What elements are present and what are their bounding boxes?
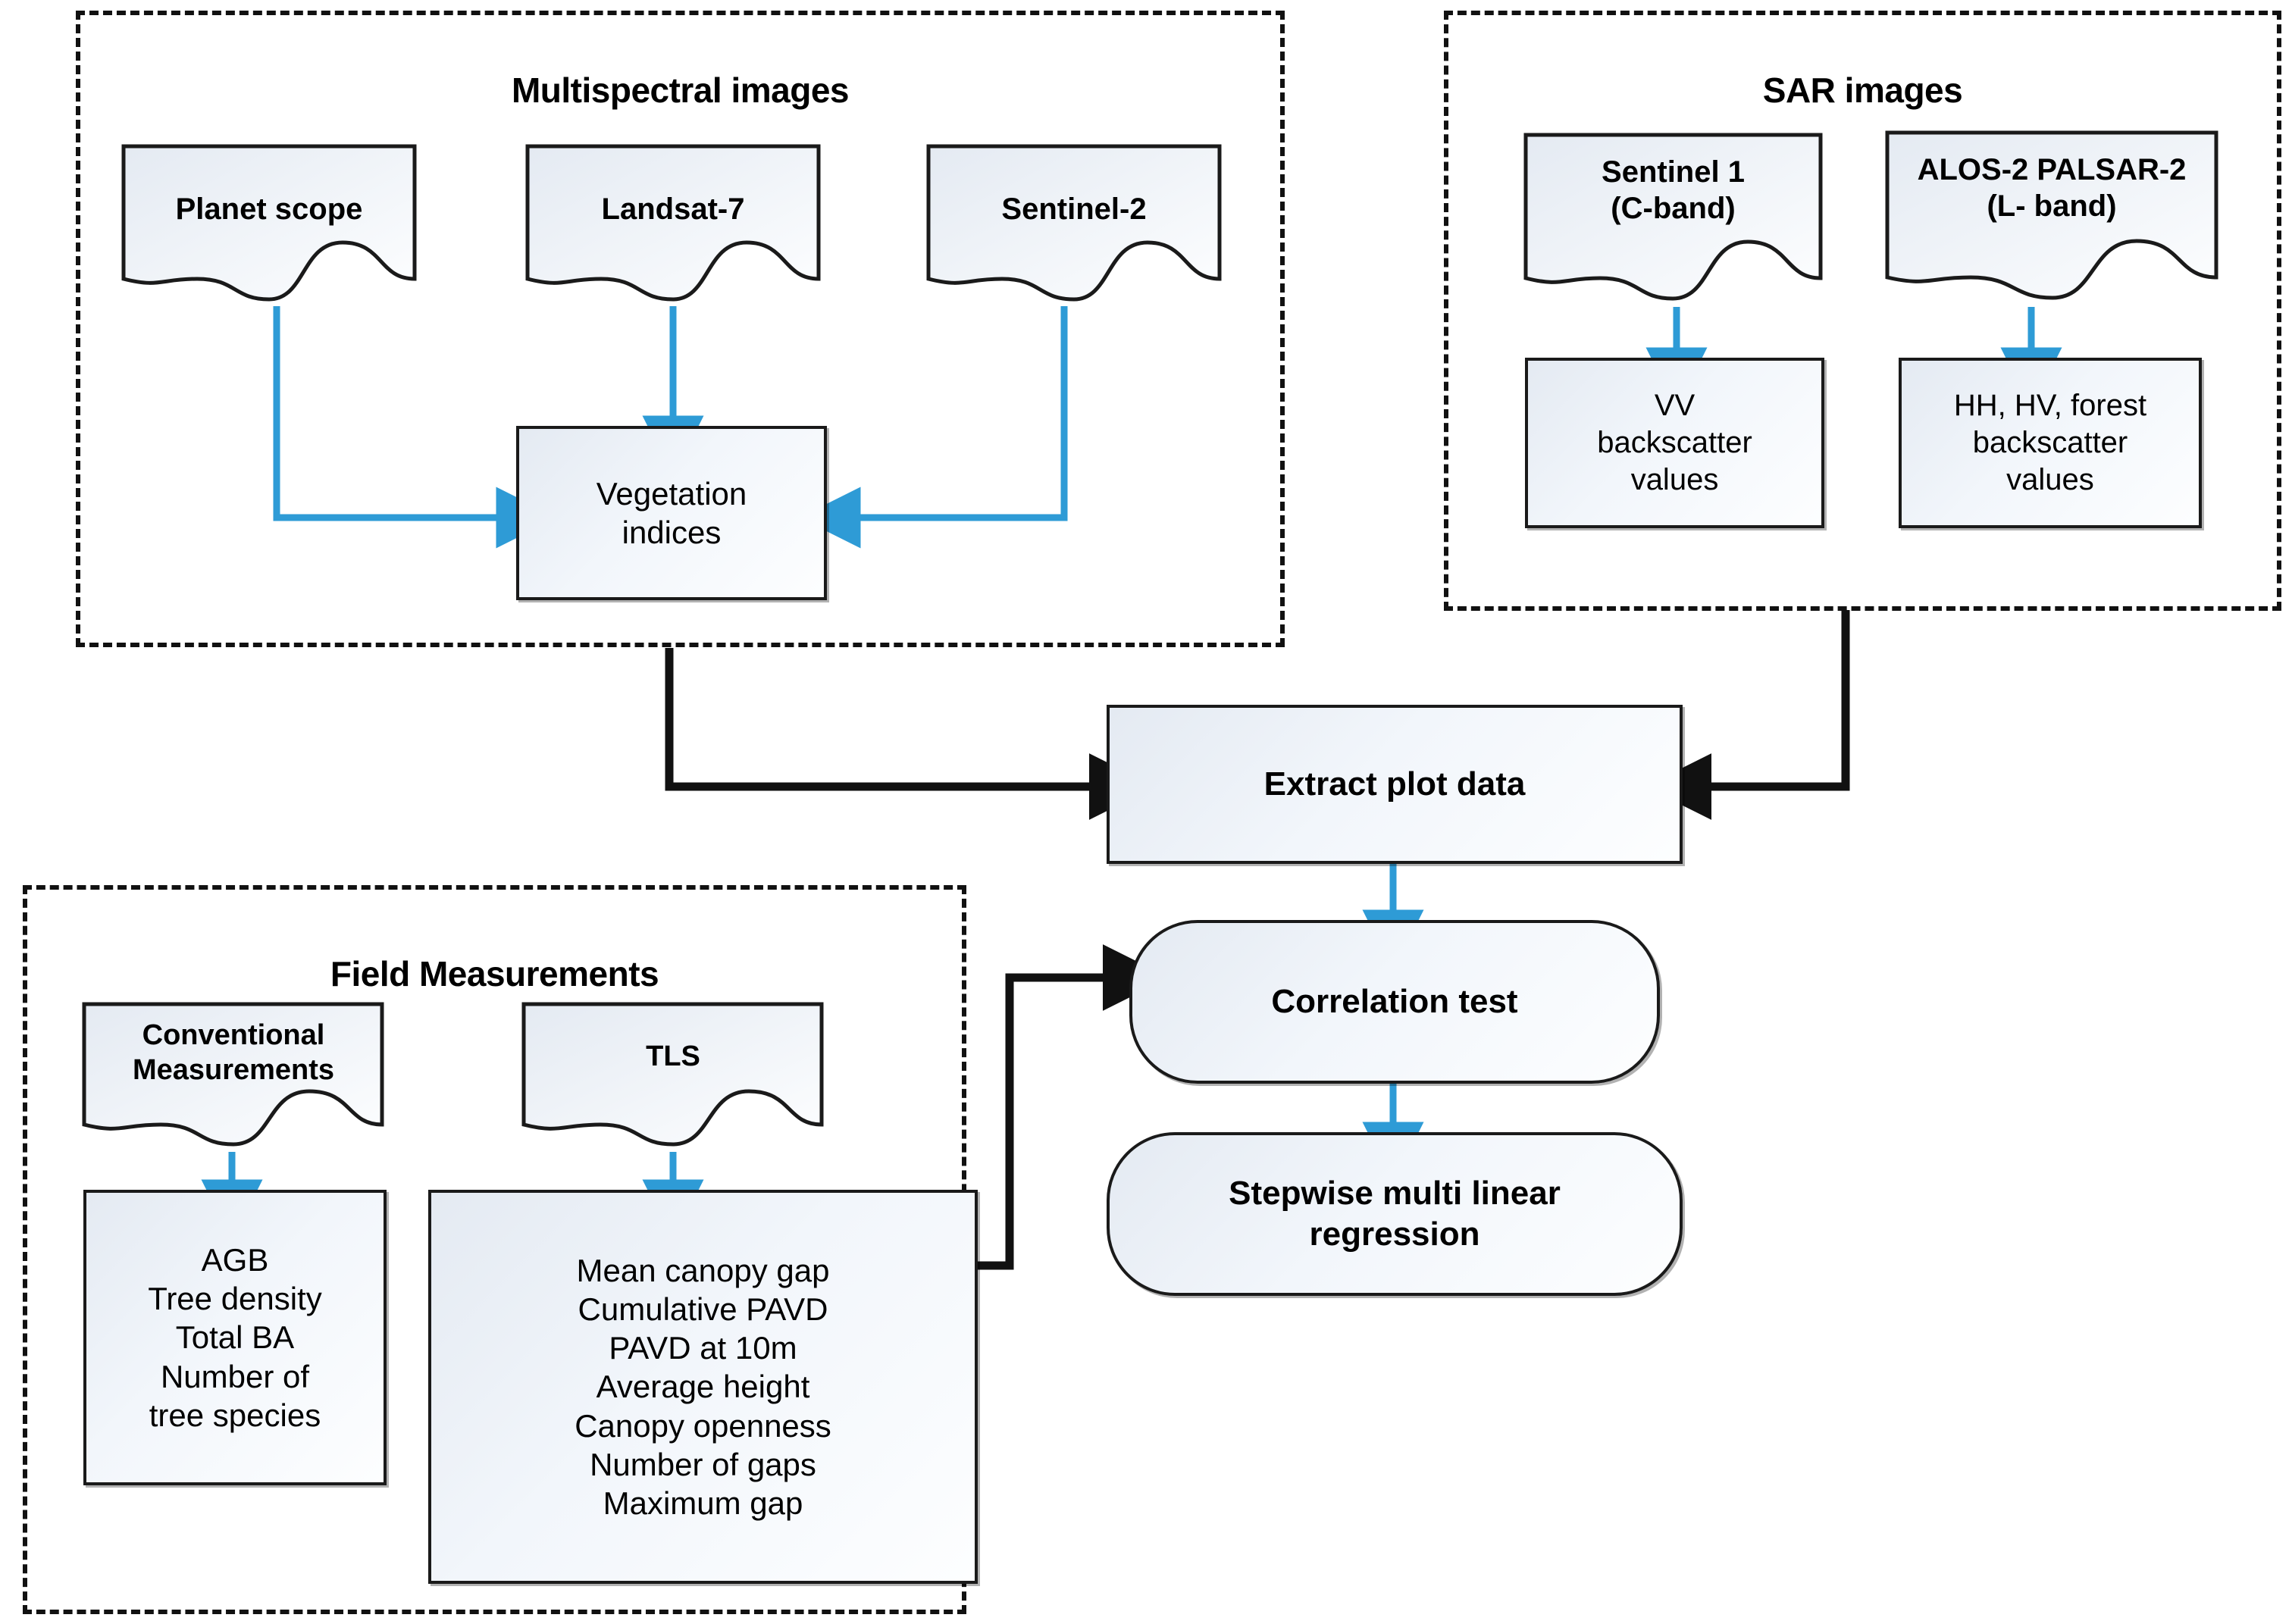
list-item: PAVD at 10m xyxy=(609,1330,797,1366)
doc-shape-icon xyxy=(521,1002,824,1147)
doc-shape-icon xyxy=(926,144,1222,302)
doc-planet-scope[interactable]: Planet scope xyxy=(121,144,417,307)
list-item: Average height xyxy=(596,1369,810,1405)
group-field-measurements-title: Field Measurements xyxy=(330,954,659,993)
doc-conventional-measurements[interactable]: Conventional Measurements xyxy=(82,1002,385,1152)
wire-multispectral-to-extract xyxy=(665,648,1156,820)
node-conventional-metrics-list[interactable]: AGB Tree density Total BA Number of tree… xyxy=(83,1190,387,1485)
node-tls-metrics-list[interactable]: Mean canopy gap Cumulative PAVD PAVD at … xyxy=(428,1190,978,1584)
group-sar xyxy=(1444,11,2281,611)
doc-shape-icon xyxy=(82,1002,384,1147)
node-vegetation-indices[interactable]: Vegetation indices xyxy=(516,426,827,600)
list-item: Tree density xyxy=(148,1281,322,1317)
node-vv-backscatter[interactable]: VV backscatter values xyxy=(1525,358,1824,528)
doc-shape-icon xyxy=(121,144,417,302)
doc-tls[interactable]: TLS xyxy=(521,1002,825,1152)
list-item: AGB xyxy=(201,1241,269,1278)
node-extract-plot-data[interactable]: Extract plot data xyxy=(1107,705,1683,864)
node-stepwise-regression[interactable]: Stepwise multi linear regression xyxy=(1107,1132,1683,1296)
doc-shape-icon xyxy=(1885,130,2218,300)
doc-sentinel-2[interactable]: Sentinel-2 xyxy=(926,144,1222,307)
list-item: Number of xyxy=(160,1358,310,1394)
list-item: Total BA xyxy=(175,1319,295,1356)
list-item: Cumulative PAVD xyxy=(578,1291,828,1327)
node-hh-hv-backscatter[interactable]: HH, HV, forest backscatter values xyxy=(1899,358,2202,528)
wire-field-to-correlation xyxy=(978,944,1169,1270)
doc-shape-icon xyxy=(1523,133,1823,301)
group-multispectral-title: Multispectral images xyxy=(511,70,850,110)
doc-shape-icon xyxy=(525,144,821,302)
list-item: Canopy openness xyxy=(575,1407,831,1444)
doc-sentinel-1[interactable]: Sentinel 1 (C-band) xyxy=(1523,133,1823,307)
doc-landsat-7[interactable]: Landsat-7 xyxy=(525,144,821,307)
group-sar-title: SAR images xyxy=(1762,70,1963,110)
list-item: Maximum gap xyxy=(603,1485,803,1522)
node-correlation-test[interactable]: Correlation test xyxy=(1129,920,1660,1084)
group-multispectral xyxy=(76,11,1285,647)
wire-sar-to-extract xyxy=(1645,610,1850,820)
list-item: tree species xyxy=(149,1397,321,1433)
list-item: Number of gaps xyxy=(590,1446,816,1482)
list-item: Mean canopy gap xyxy=(576,1252,830,1288)
doc-alos2-palsar2[interactable]: ALOS-2 PALSAR-2 (L- band) xyxy=(1885,130,2218,306)
